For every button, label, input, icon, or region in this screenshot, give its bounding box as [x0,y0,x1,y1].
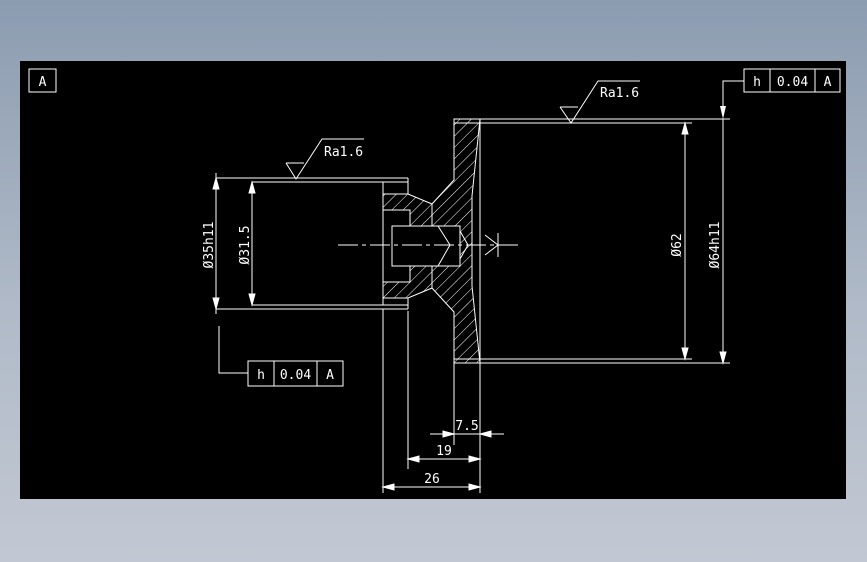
fcf-top: h 0.04 A [720,68,841,119]
roughness-top-label: Ra1.6 [600,86,639,101]
technical-drawing: A h 0.04 A h 0.04 A [28,68,841,493]
fcf-top-value: 0.04 [777,75,808,90]
dim-d64h11: Ø64h11 [708,222,723,269]
datum-a-label: A [39,75,47,90]
dim-19: 19 [436,444,452,459]
roughness-left-label: Ra1.6 [324,145,363,160]
dim-d35h11: Ø35h11 [202,222,217,269]
fcf-bottom-datum: A [326,368,334,383]
fcf-top-symbol: h [753,75,761,90]
roughness-top: Ra1.6 [559,80,640,124]
cad-viewport[interactable]: A h 0.04 A h 0.04 A [20,61,846,499]
part-section [216,118,730,364]
fcf-bottom-symbol: h [257,368,265,383]
fcf-top-datum: A [824,75,832,90]
dimension-lines [212,119,727,493]
roughness-left: Ra1.6 [285,138,364,180]
datum-a-box: A [28,68,57,93]
fcf-bottom: h 0.04 A [218,326,344,387]
fcf-bottom-value: 0.04 [280,368,311,383]
dim-7-5: 7.5 [455,419,478,434]
dim-d31-5: Ø31.5 [238,225,253,264]
dim-26: 26 [424,472,440,487]
dim-d62: Ø62 [670,233,685,256]
